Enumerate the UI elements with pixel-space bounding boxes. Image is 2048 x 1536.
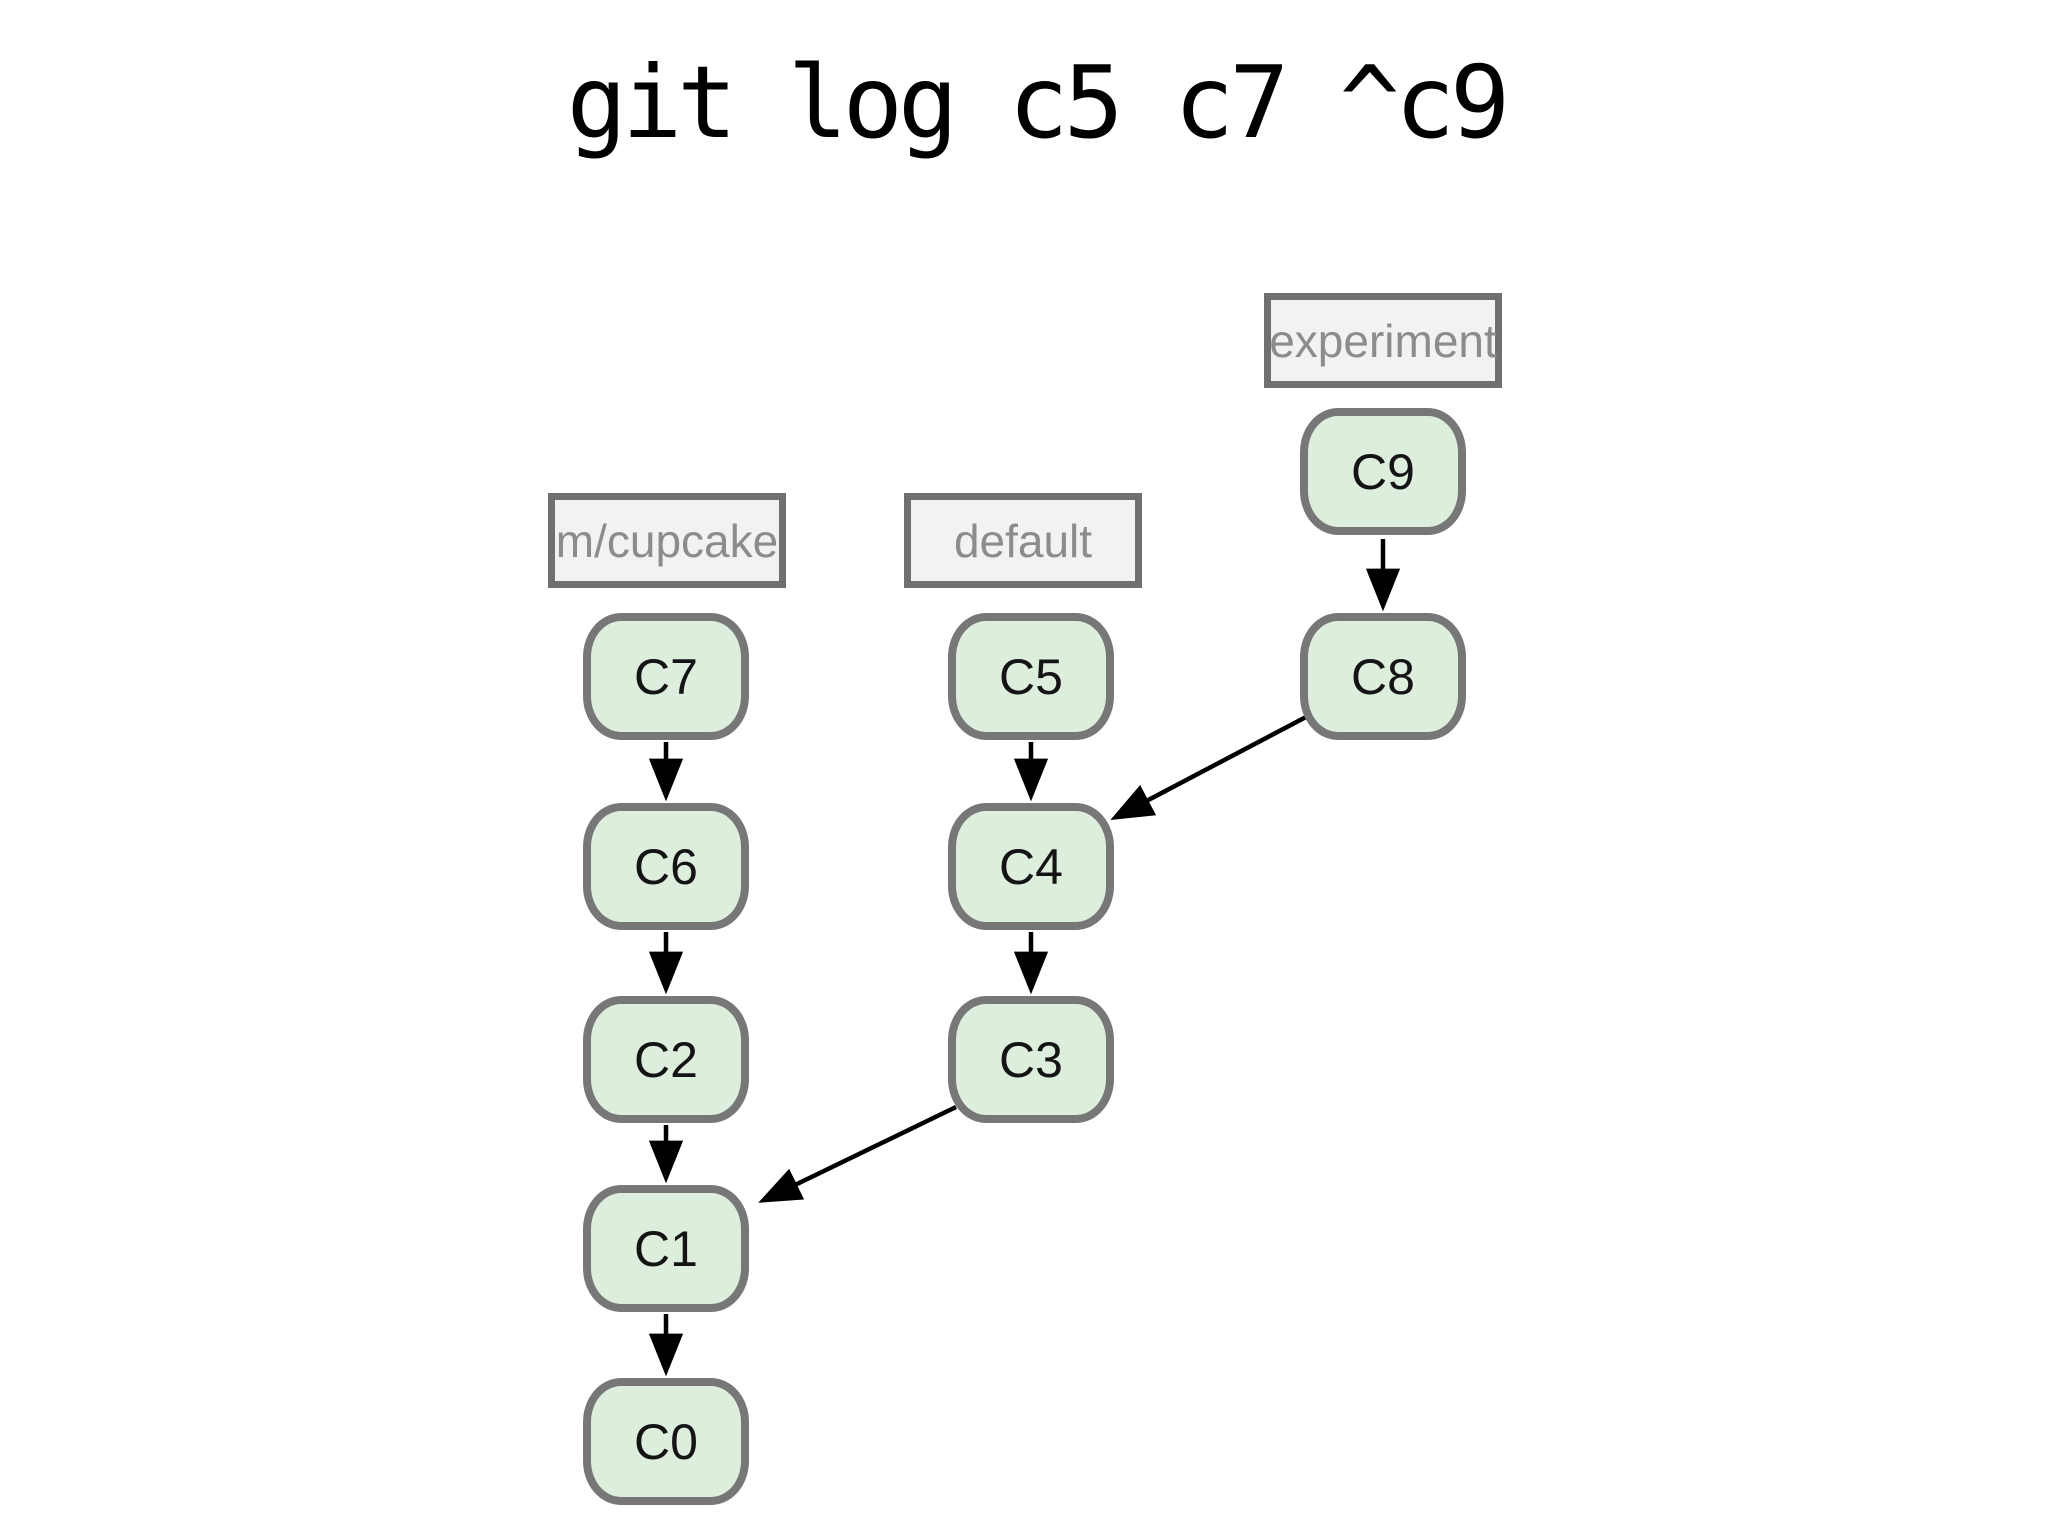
commit-node-c8: C8 bbox=[1300, 613, 1466, 740]
branch-label-default: default bbox=[904, 493, 1142, 588]
commit-label: C1 bbox=[634, 1220, 698, 1277]
commit-node-c1: C1 bbox=[583, 1185, 749, 1312]
commit-label: C0 bbox=[634, 1413, 698, 1470]
commit-label: C3 bbox=[999, 1031, 1063, 1088]
commit-label: C6 bbox=[634, 838, 698, 895]
commit-node-c6: C6 bbox=[583, 803, 749, 930]
commit-label: C8 bbox=[1351, 648, 1415, 705]
branch-label-text: m/cupcake bbox=[555, 514, 779, 567]
commit-node-c2: C2 bbox=[583, 996, 749, 1123]
branch-label-experiment: experiment bbox=[1264, 293, 1502, 388]
commit-node-c7: C7 bbox=[583, 613, 749, 740]
commit-node-c0: C0 bbox=[583, 1378, 749, 1505]
branch-label-m-cupcake: m/cupcake bbox=[548, 493, 786, 588]
edge-c8-c4 bbox=[1110, 715, 1308, 820]
commit-label: C7 bbox=[634, 648, 698, 705]
commit-node-c4: C4 bbox=[948, 803, 1114, 930]
page-title: git log c5 c7 ^c9 bbox=[566, 44, 1511, 161]
commit-node-c3: C3 bbox=[948, 996, 1114, 1123]
commit-label: C2 bbox=[634, 1031, 698, 1088]
commit-node-c9: C9 bbox=[1300, 408, 1466, 535]
branch-label-text: default bbox=[953, 514, 1093, 567]
commit-label: C4 bbox=[999, 838, 1063, 895]
commit-node-c5: C5 bbox=[948, 613, 1114, 740]
edge-c3-c1 bbox=[758, 1104, 957, 1203]
branch-label-text: experiment bbox=[1269, 314, 1497, 367]
commit-label: C5 bbox=[999, 648, 1063, 705]
commit-label: C9 bbox=[1351, 443, 1415, 500]
